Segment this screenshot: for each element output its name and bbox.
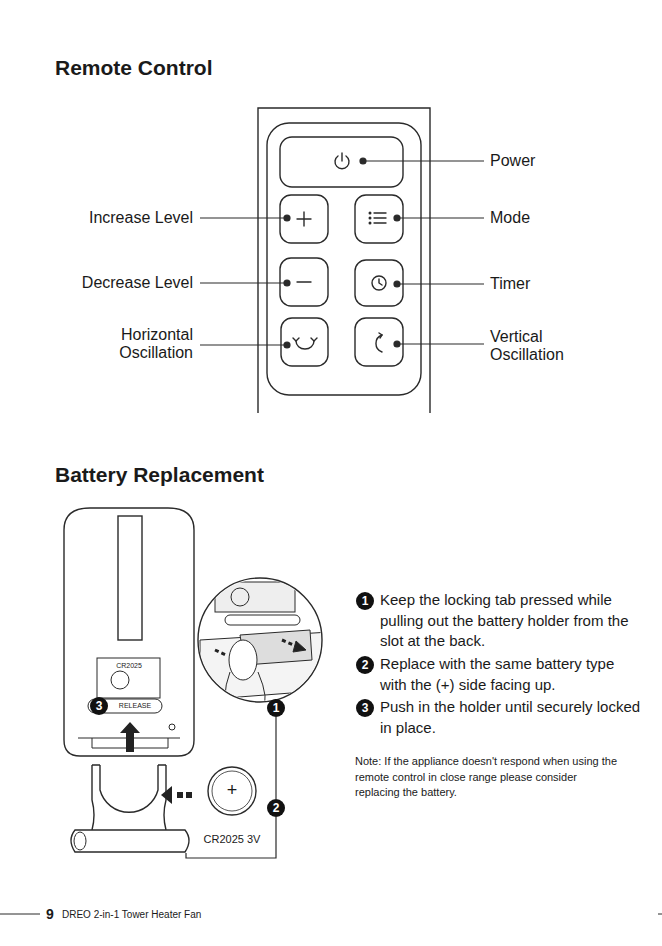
- footer-rule: [658, 914, 662, 915]
- battery-polarity: +: [222, 779, 242, 801]
- battery-holder: [71, 765, 189, 852]
- left-arrow: [161, 786, 192, 804]
- battery-marking: CR2025: [100, 661, 158, 670]
- step-text: Replace with the same battery type with …: [380, 654, 642, 695]
- step-text: Keep the locking tab pressed while pulli…: [380, 590, 642, 652]
- section-heading: Remote Control: [55, 55, 355, 81]
- button-label: Mode: [490, 208, 610, 228]
- callout-number: 2: [267, 799, 285, 817]
- step-number: 3: [356, 699, 374, 717]
- callout-lines: [186, 699, 276, 858]
- callout-number: 1: [267, 699, 285, 717]
- button-label: Increase Level: [40, 208, 193, 228]
- note-text: Note: If the appliance doesn't respond w…: [355, 754, 617, 801]
- leader-lines: [200, 158, 484, 348]
- remote-front: [258, 108, 430, 413]
- button-label: Timer: [490, 274, 610, 294]
- step-text: Push in the holder until securely locked…: [380, 697, 642, 738]
- button-icons: [293, 153, 386, 352]
- release-marking: RELEASE: [110, 701, 160, 711]
- detail-inset: [198, 578, 330, 710]
- section-heading: Battery Replacement: [55, 462, 375, 488]
- footer-text: DREO 2-in-1 Tower Heater Fan: [62, 908, 262, 921]
- remote-back: [64, 508, 194, 756]
- step-number: 1: [356, 592, 374, 610]
- step-number: 2: [356, 656, 374, 674]
- button-label: Horizontal Oscillation: [83, 326, 193, 362]
- callout-number: 3: [90, 697, 108, 715]
- battery-type: CR2025 3V: [190, 832, 274, 846]
- page-number: 9: [46, 905, 60, 923]
- button-label: Decrease Level: [40, 273, 193, 293]
- coin-battery: [208, 767, 256, 815]
- button-label: Vertical Oscillation: [490, 328, 600, 364]
- button-label: Power: [490, 151, 610, 171]
- insert-arrow: [120, 722, 140, 752]
- footer-rule: [0, 914, 40, 915]
